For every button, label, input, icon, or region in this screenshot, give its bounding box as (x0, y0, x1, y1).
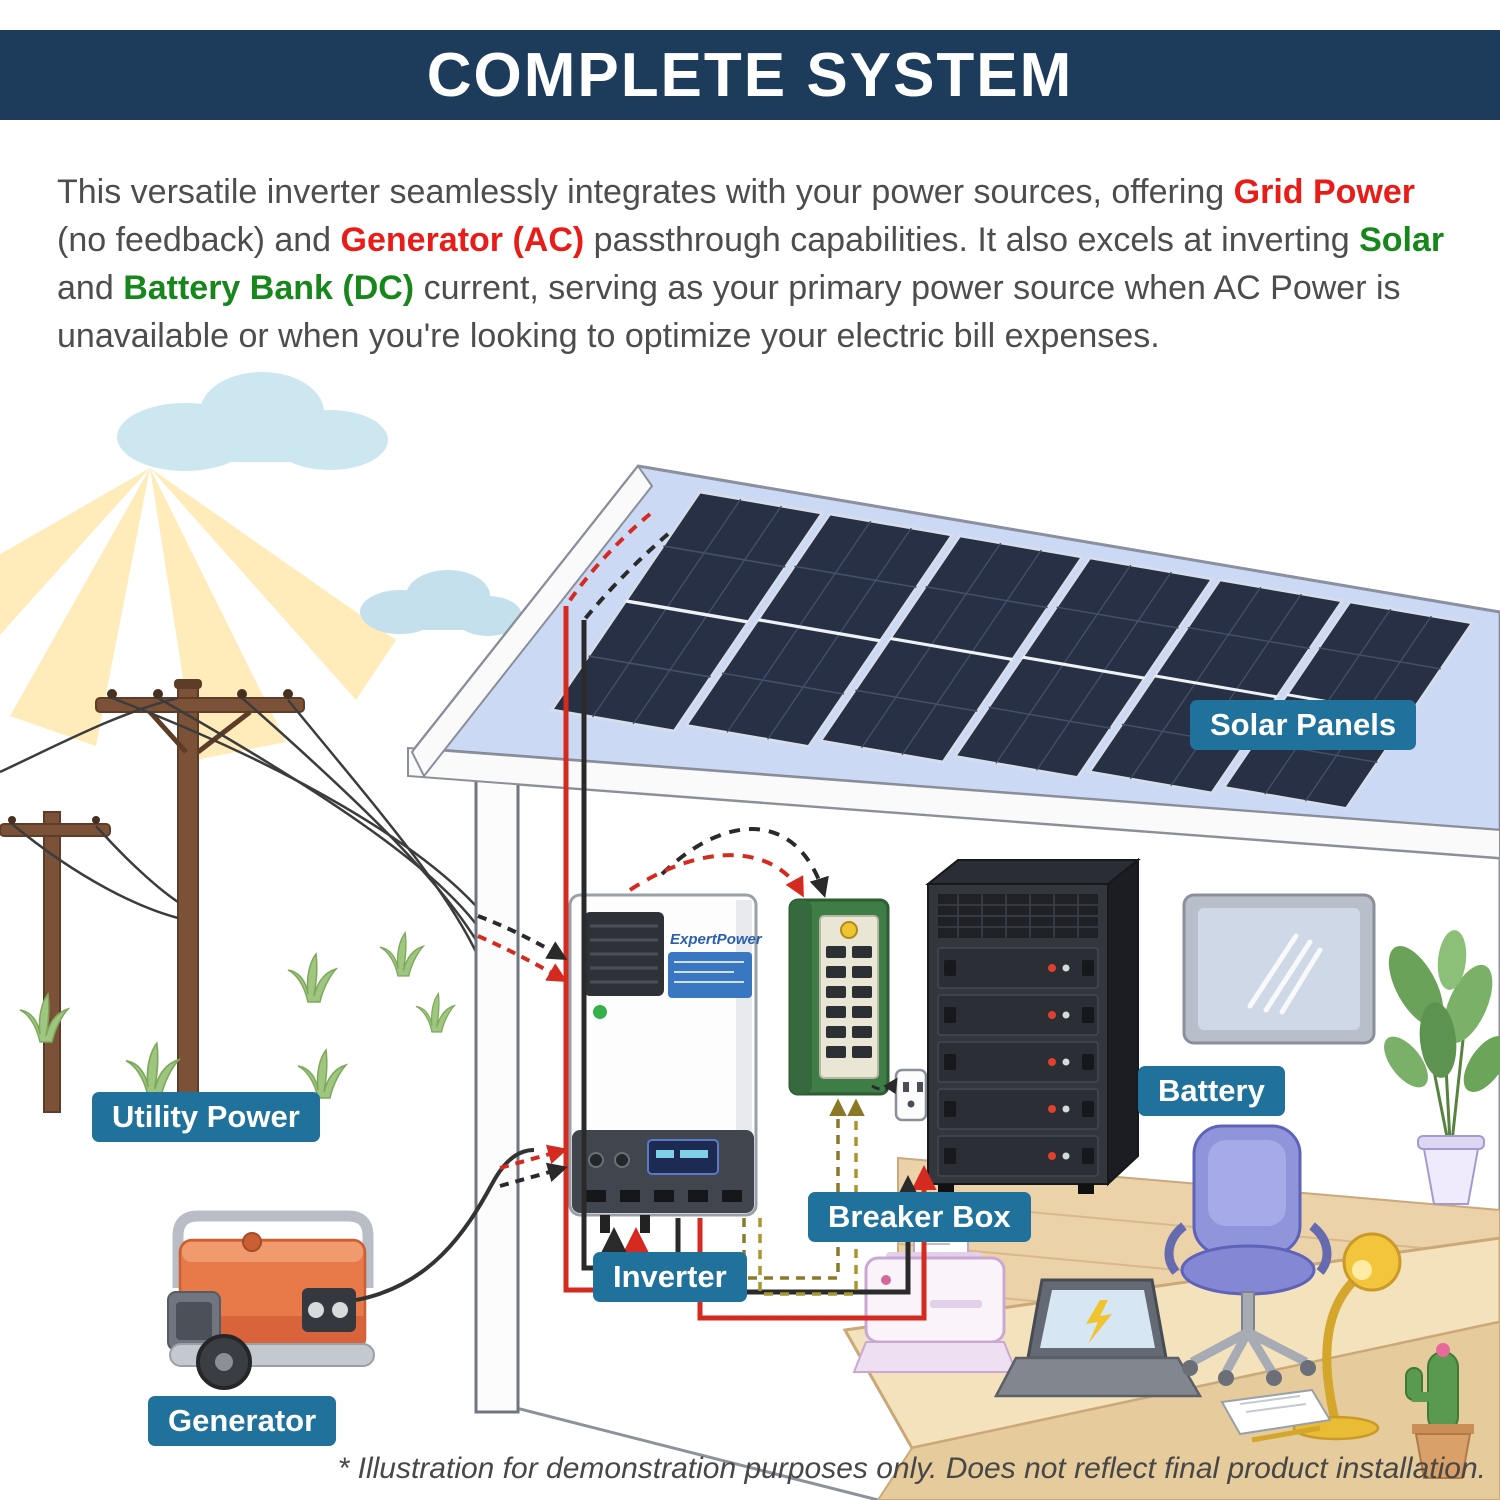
lightning-icon (1086, 1300, 1112, 1344)
generator-device (167, 1210, 375, 1390)
generator-cable (355, 1148, 535, 1302)
main-breaker (840, 921, 858, 939)
cactus (1405, 1343, 1474, 1479)
utility-pole-front (95, 679, 305, 1113)
battery-vent (938, 894, 1098, 938)
battery-module (937, 1135, 1099, 1177)
gable-trim (410, 464, 654, 778)
generator-black-feed (499, 1162, 568, 1188)
header-banner: COMPLETE SYSTEM (0, 30, 1500, 120)
description-text-3: passthrough capabilities. It also excels… (584, 221, 1360, 259)
battery-rack (925, 857, 1141, 1194)
pv-red-wire-roof (564, 512, 652, 608)
inverter-vent (584, 912, 664, 996)
laptop (993, 1278, 1203, 1398)
label-battery: Battery (1138, 1066, 1285, 1116)
description-text-5: current, serving as your primary power s… (57, 269, 1401, 355)
generator-outlet-panel (302, 1288, 356, 1332)
highlight-battery-bank: Battery Bank (DC) (123, 269, 415, 307)
inverter-breaker-black-arc (660, 827, 829, 898)
breaker-return-wire-1 (742, 1098, 847, 1280)
breaker-outlet-wire (871, 1077, 898, 1095)
page-title: COMPLETE SYSTEM (426, 40, 1074, 110)
corner-wall-beam (474, 754, 520, 1414)
power-lines (0, 696, 478, 953)
pv-black-wire-roof (582, 532, 670, 622)
breaker-box-device (788, 898, 890, 1096)
office-chair (1164, 1124, 1332, 1386)
fuel-cap (242, 1232, 262, 1252)
label-inverter: Inverter (593, 1252, 747, 1302)
label-utility-power: Utility Power (92, 1092, 320, 1142)
description-paragraph: This versatile inverter seamlessly integ… (57, 168, 1449, 360)
battery-module (937, 994, 1099, 1036)
potted-plant (1384, 930, 1500, 1205)
breaker-return-wire-2 (758, 1098, 865, 1296)
cloud-small (360, 570, 522, 636)
grass (19, 932, 455, 1099)
cloud-large (117, 372, 388, 471)
label-solar-panels: Solar Panels (1190, 700, 1417, 750)
inverter-device: ExpertPower (568, 893, 763, 1233)
wall-tv (1182, 893, 1376, 1045)
inverter-led (593, 1005, 607, 1019)
label-breaker-box: Breaker Box (808, 1192, 1031, 1242)
description-text-2: (no feedback) and (57, 221, 341, 259)
utility-black-feed (477, 914, 568, 961)
disclaimer-note: * Illustration for demonstration purpose… (337, 1452, 1486, 1485)
wall-outlet (894, 1068, 928, 1122)
highlight-solar: Solar (1359, 221, 1445, 259)
utility-red-feed (477, 934, 568, 983)
inverter-display (572, 1130, 754, 1213)
sun-rays (0, 468, 396, 760)
roof-fascia (407, 746, 1500, 860)
inverter-brand-text: ExpertPower (670, 931, 763, 948)
battery-module (937, 1041, 1099, 1083)
utility-pole-back (0, 811, 111, 1113)
generator-red-feed (499, 1144, 568, 1170)
highlight-grid-power: Grid Power (1233, 173, 1416, 211)
notebook (1220, 1388, 1332, 1443)
description-text-1: This versatile inverter seamlessly integ… (57, 173, 1234, 211)
label-generator: Generator (148, 1396, 337, 1446)
battery-module (937, 1088, 1099, 1130)
battery-module (937, 947, 1099, 989)
description-text-4: and (57, 269, 124, 307)
highlight-generator-ac: Generator (AC) (340, 221, 585, 259)
